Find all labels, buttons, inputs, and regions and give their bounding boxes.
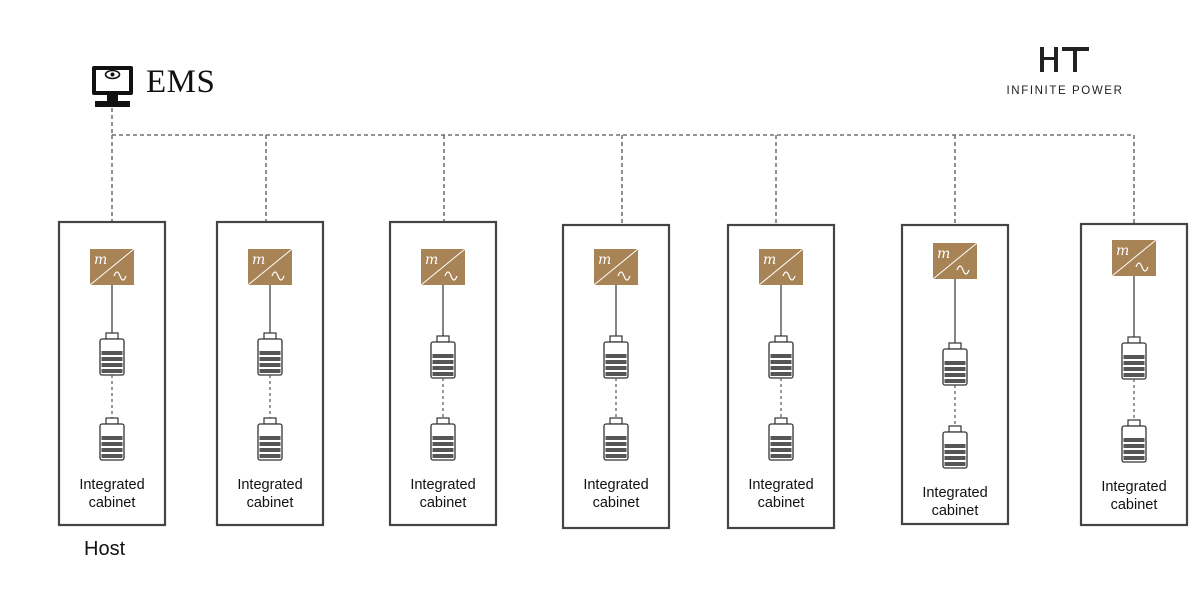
cabinet-label: Integrated cabinet	[583, 477, 649, 511]
cabinet-label: Integrated cabinet	[79, 477, 145, 511]
battery-icon	[99, 332, 125, 376]
svg-text:m: m	[937, 246, 950, 262]
inverter-icon: m	[758, 248, 804, 286]
cabinet-label: Integrated cabinet	[237, 477, 303, 511]
svg-text:m: m	[252, 252, 265, 268]
integrated-cabinet-box	[1079, 222, 1189, 527]
brand-tagline: INFINITE POWER	[1006, 85, 1124, 97]
inverter-icon: m	[420, 248, 466, 286]
battery-icon	[942, 342, 968, 386]
monitor-eye-icon	[92, 66, 133, 107]
integrated-cabinet-box	[900, 223, 1010, 526]
svg-text:m: m	[425, 252, 438, 268]
svg-text:m: m	[94, 252, 107, 268]
battery-icon	[1121, 336, 1147, 380]
battery-icon	[942, 425, 968, 469]
cabinet-label: Integrated cabinet	[410, 477, 476, 511]
cabinet-label: Integrated cabinet	[748, 477, 814, 511]
battery-icon	[768, 335, 794, 379]
integrated-cabinet-box	[561, 223, 671, 530]
battery-icon	[257, 417, 283, 461]
integrated-cabinet-box	[726, 223, 836, 530]
battery-icon	[257, 332, 283, 376]
inverter-icon: m	[247, 248, 293, 286]
inverter-icon: m	[593, 248, 639, 286]
battery-icon	[603, 417, 629, 461]
ems-label: EMS	[146, 64, 216, 100]
svg-text:m: m	[598, 252, 611, 268]
battery-icon	[99, 417, 125, 461]
integrated-cabinet-box	[57, 220, 167, 527]
cabinet-label: Integrated cabinet	[922, 485, 988, 519]
battery-icon	[1121, 419, 1147, 463]
brand-logo	[1040, 47, 1089, 72]
cabinet-label: Integrated cabinet	[1101, 479, 1167, 513]
svg-text:m: m	[1116, 243, 1129, 259]
inverter-icon: m	[1111, 239, 1157, 277]
battery-icon	[430, 417, 456, 461]
battery-icon	[603, 335, 629, 379]
svg-text:m: m	[763, 252, 776, 268]
integrated-cabinet-box	[388, 220, 498, 527]
inverter-icon: m	[932, 242, 978, 280]
inverter-icon: m	[89, 248, 135, 286]
host-label: Host	[84, 538, 126, 560]
integrated-cabinet-box	[215, 220, 325, 527]
battery-icon	[430, 335, 456, 379]
battery-icon	[768, 417, 794, 461]
